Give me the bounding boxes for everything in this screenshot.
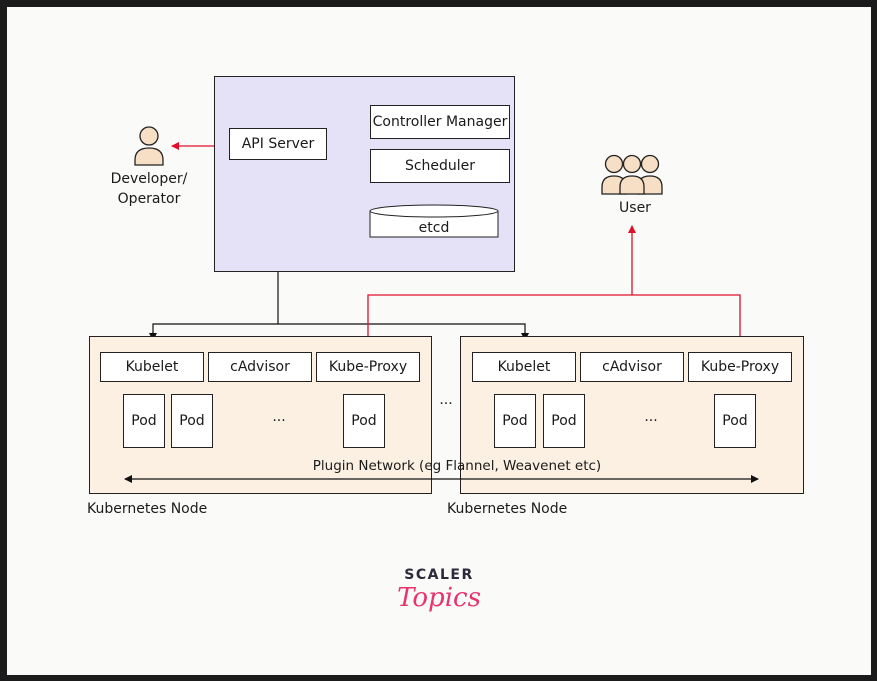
cadvisor-box-left: cAdvisor: [208, 352, 312, 382]
scaler-logo-text: SCALER: [404, 567, 474, 583]
nodes-bus-line: [152, 323, 526, 335]
developer-label-line2: Operator: [117, 191, 181, 207]
developer-label-line1: Developer/: [110, 171, 188, 187]
pod-left-1: Pod: [123, 394, 165, 448]
pods-ellipsis-left: ...: [272, 409, 286, 425]
controller-manager-label: Controller Manager: [372, 114, 508, 130]
pod-label: Pod: [722, 413, 748, 429]
pod-right-3: Pod: [714, 394, 756, 448]
kubelet-label-right: Kubelet: [497, 359, 551, 375]
plugin-network-label: Plugin Network (eg Flannel, Weavenet etc…: [312, 458, 602, 474]
user-label: User: [619, 200, 651, 216]
between-nodes-ellipsis: ...: [439, 392, 453, 408]
controller-manager-box: Controller Manager: [370, 105, 510, 139]
scheduler-box: Scheduler: [370, 149, 510, 183]
pod-label: Pod: [551, 413, 577, 429]
cadvisor-label-left: cAdvisor: [230, 359, 290, 375]
kube-proxy-label-left: Kube-Proxy: [328, 359, 408, 375]
plugin-network-arrow: [124, 475, 759, 483]
pod-right-2: Pod: [543, 394, 585, 448]
pod-label: Pod: [179, 413, 205, 429]
kubelet-label-left: Kubelet: [125, 359, 179, 375]
pods-ellipsis-right: ...: [644, 409, 658, 425]
topics-logo-text: Topics: [397, 583, 481, 613]
api-server-label: API Server: [241, 136, 315, 152]
pod-left-3: Pod: [343, 394, 385, 448]
cadvisor-box-right: cAdvisor: [580, 352, 684, 382]
etcd-database-icon: [369, 204, 499, 238]
users-group-icon: [601, 154, 663, 195]
kube-proxy-label-right: Kube-Proxy: [700, 359, 780, 375]
kube-proxy-box-left: Kube-Proxy: [316, 352, 420, 382]
node-label-left: Kubernetes Node: [87, 501, 208, 517]
node-label-right: Kubernetes Node: [447, 501, 568, 517]
api-server-box: API Server: [229, 128, 327, 160]
pod-label: Pod: [502, 413, 528, 429]
developer-icon: [134, 126, 164, 166]
pod-label: Pod: [131, 413, 157, 429]
kube-proxy-box-right: Kube-Proxy: [688, 352, 792, 382]
scheduler-label: Scheduler: [404, 158, 476, 174]
etcd-label: etcd: [418, 220, 450, 236]
diagram-canvas: API Server Controller Manager Scheduler …: [7, 7, 871, 675]
kubelet-box-right: Kubelet: [472, 352, 576, 382]
pod-label: Pod: [351, 413, 377, 429]
pod-left-2: Pod: [171, 394, 213, 448]
kubelet-box-left: Kubelet: [100, 352, 204, 382]
cadvisor-label-right: cAdvisor: [602, 359, 662, 375]
proxy-red-bus: [367, 294, 741, 343]
pod-right-1: Pod: [494, 394, 536, 448]
